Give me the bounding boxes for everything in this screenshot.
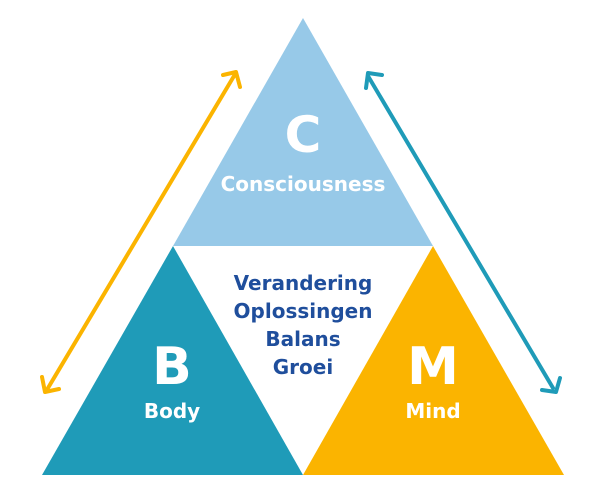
right-double-arrow-icon (364, 71, 562, 394)
body-label: Body (144, 399, 200, 423)
mind-triangle (303, 246, 564, 475)
center-word-balans: Balans (265, 327, 340, 351)
center-word-groei: Groei (273, 355, 333, 379)
mind-label: Mind (405, 399, 460, 423)
consciousness-label: Consciousness (221, 172, 386, 196)
mind-letter: M (407, 337, 459, 397)
left-double-arrow-icon (40, 70, 242, 394)
body-triangle (42, 246, 303, 475)
consciousness-letter: C (285, 106, 322, 164)
consciousness-triangle (173, 18, 433, 246)
center-word-verandering: Verandering (234, 271, 373, 295)
body-letter: B (152, 337, 192, 397)
center-word-oplossingen: Oplossingen (234, 299, 373, 323)
